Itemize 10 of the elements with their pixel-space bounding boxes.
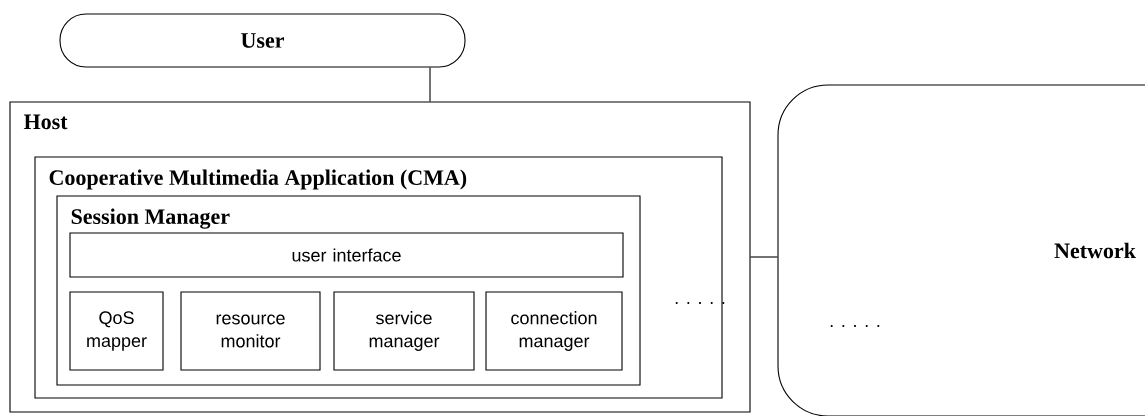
connector-line: [750, 256, 778, 258]
module-box: resource monitor: [180, 291, 321, 371]
module-box: service manager: [333, 291, 475, 371]
user-terminal: User: [59, 13, 466, 68]
ellipsis: . . . . .: [830, 325, 880, 327]
module-box: QoS mapper: [69, 291, 164, 371]
connector-line: [429, 67, 431, 102]
module-box: connection manager: [485, 291, 623, 371]
module-box: user interface: [69, 232, 624, 278]
ellipsis: . . . . .: [675, 302, 725, 304]
